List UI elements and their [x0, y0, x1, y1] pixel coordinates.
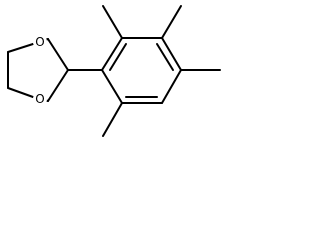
oxygen-atom-lower: O	[33, 92, 47, 106]
ring-double-bond-1	[109, 43, 127, 71]
ring-bond-3	[161, 37, 182, 71]
methyl-bond-6-position	[102, 102, 123, 137]
chemical-structure-diagram: O O	[7, 5, 221, 137]
methyl-groups	[102, 5, 221, 137]
ring-bond-1	[101, 37, 123, 71]
bond-o-lower-to-acetal-c	[47, 69, 69, 102]
ring-bond-6	[101, 69, 123, 104]
bond-o-upper-to-acetal-c	[47, 38, 69, 71]
ring-double-bond-2	[156, 43, 174, 71]
ring-bond-4	[161, 69, 182, 104]
methyl-bond-3-position	[161, 5, 182, 39]
oxygen-label-lower: O	[35, 92, 44, 106]
methyl-bond-2-position	[102, 5, 123, 39]
benzene-ring	[101, 37, 182, 104]
bond-ch2-to-o-upper	[7, 43, 34, 53]
oxygen-atom-upper: O	[33, 35, 47, 49]
bond-ch2-to-o-lower	[7, 87, 34, 98]
oxygen-label-upper: O	[35, 35, 44, 49]
